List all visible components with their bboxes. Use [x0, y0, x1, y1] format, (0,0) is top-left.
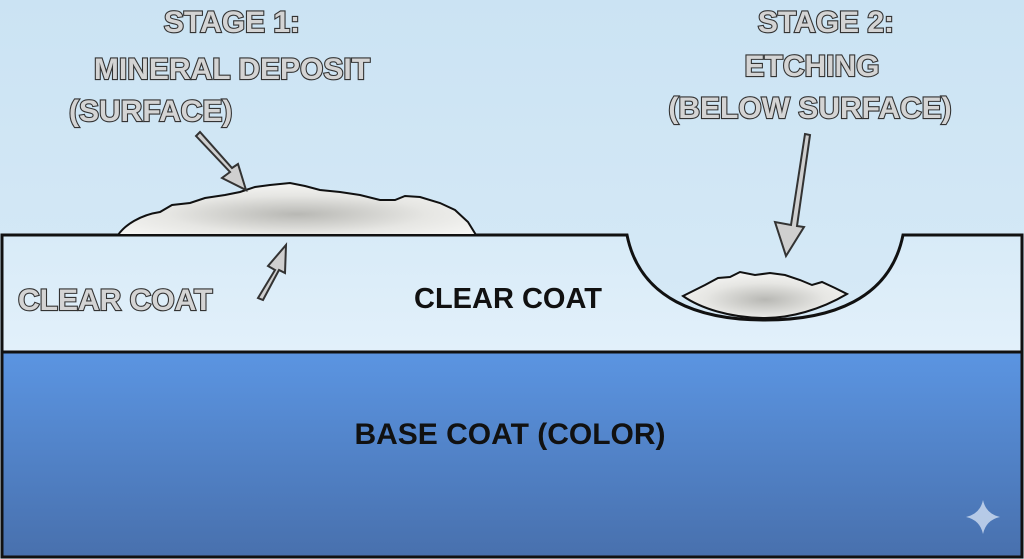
base-coat-label: BASE COAT (COLOR)	[354, 418, 665, 451]
base-coat-layer	[0, 350, 1024, 559]
stage2-title: STAGE 2:	[758, 6, 894, 39]
arrow-stage2	[773, 132, 812, 259]
stage1-note: (SURFACE)	[69, 95, 232, 128]
clear-coat-callout: CLEAR COAT	[18, 284, 212, 317]
arrow-clear-coat	[256, 242, 288, 302]
mineral-deposit	[116, 181, 478, 236]
clear-coat-label: CLEAR COAT	[414, 283, 602, 315]
etched-deposit	[681, 270, 850, 320]
arrow-stage1	[194, 130, 248, 192]
stage1-subtitle: MINERAL DEPOSIT	[94, 53, 370, 86]
stage2-note: (BELOW SURFACE)	[668, 92, 951, 125]
clear-coat-layer	[0, 233, 1024, 354]
stage2-subtitle: ETCHING	[745, 50, 880, 83]
sparkle-icon	[966, 500, 1000, 534]
stage1-title: STAGE 1:	[164, 6, 300, 39]
